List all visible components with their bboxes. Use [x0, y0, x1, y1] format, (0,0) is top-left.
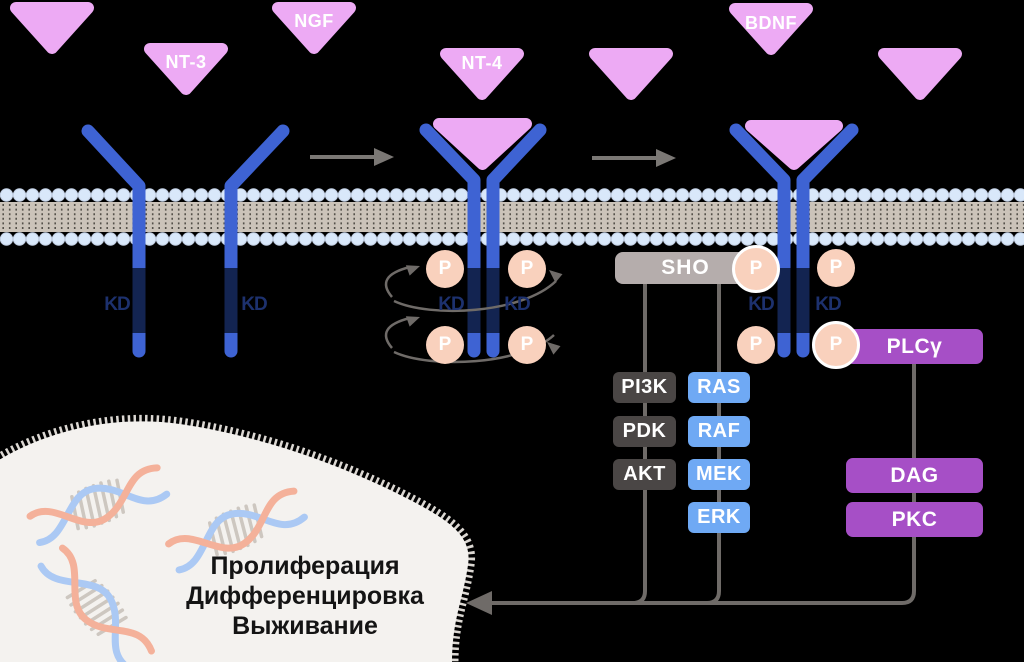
phospho-badge: P: [508, 250, 546, 288]
plasma-membrane: [0, 188, 1024, 246]
ligand-label-bdnf: BDNF: [745, 13, 797, 33]
phospho-badge: P: [426, 326, 464, 364]
cascade-box-erk: ERK: [688, 502, 750, 533]
outcome-differentiation: Дифференцировка: [186, 582, 424, 610]
cascade-box-dag: DAG: [846, 458, 983, 493]
cascade-box-raf: RAF: [688, 416, 750, 447]
outcome-proliferation: Пролиферация: [210, 552, 400, 580]
kd-label: KD: [241, 294, 267, 315]
phospho-badge: P: [817, 249, 855, 287]
adapter-plcg-box: PLCγ: [846, 329, 983, 364]
cascade-box-ras: RAS: [688, 372, 750, 403]
cascade-box-pkc: PKC: [846, 502, 983, 537]
phospho-badge: P: [508, 326, 546, 364]
stage-arrows: [310, 148, 676, 167]
phospho-badge-sho: P: [732, 245, 780, 293]
kd-label: KD: [438, 294, 464, 315]
bound-ligand-right: [745, 120, 843, 170]
kd-label: KD: [748, 294, 774, 315]
cascade-box-pdk: PDK: [613, 416, 676, 447]
phospho-badge-plcg: P: [812, 321, 860, 369]
cascade-box-pi3k: PI3K: [613, 372, 676, 403]
cascade-box-akt: AKT: [613, 459, 676, 490]
bound-ligand-mid: [433, 118, 532, 170]
phospho-badge: P: [737, 326, 775, 364]
adapter-sho-box: SHO: [615, 252, 756, 284]
cascade-box-mek: MEK: [688, 459, 750, 490]
kd-label: KD: [104, 294, 130, 315]
signal-flow-lines: [466, 284, 916, 615]
ligand-label-nt3: NT-3: [165, 52, 207, 72]
ligand-triangles: [10, 2, 962, 170]
kd-label: KD: [815, 294, 841, 315]
cell-outcome-region: [0, 414, 476, 662]
merge-arrowhead: [466, 591, 492, 615]
kd-label: KD: [504, 294, 530, 315]
cell-outcomes-text: Пролиферация Дифференцировка Выживание: [170, 551, 440, 641]
ligand-label-ngf: NGF: [294, 11, 334, 31]
phospho-badge: P: [426, 250, 464, 288]
outcome-survival: Выживание: [232, 612, 378, 640]
ligand-label-nt4: NT-4: [461, 53, 503, 73]
kinase-domains: [132, 268, 810, 333]
